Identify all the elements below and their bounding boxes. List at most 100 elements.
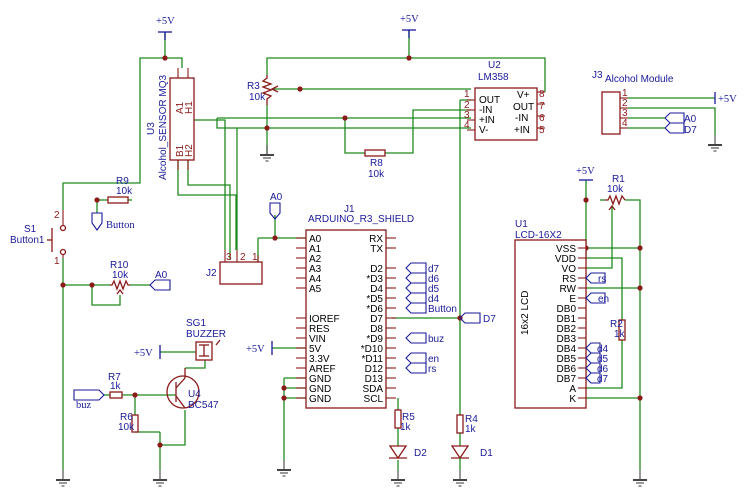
svg-text:2: 2 [54,210,60,221]
j1-left-pin-label: GND [309,374,331,385]
svg-text:3: 3 [226,252,232,263]
u1-pin-label: DB6 [557,364,577,375]
svg-text:+5V: +5V [156,16,175,27]
u1-pin-label: RS [562,274,576,285]
svg-text:8: 8 [539,89,545,100]
svg-text:4: 4 [464,120,470,131]
j1-right-pin-label: SDA [362,384,383,395]
svg-text:U4: U4 [188,389,201,400]
svg-text:1k: 1k [614,329,626,340]
svg-text:Button1: Button1 [10,235,45,246]
svg-text:BUZZER: BUZZER [186,329,226,340]
j1-right-pin-label: *D5 [366,294,383,305]
u1-pin-label: E [569,294,576,305]
buz-flag [73,389,105,401]
svg-text:rs: rs [428,364,436,375]
svg-text:D2: D2 [414,448,427,459]
svg-text:10k: 10k [116,186,133,197]
svg-text:1: 1 [252,252,258,263]
j2-connector: 3 2 1 J2 [206,250,263,285]
svg-text:2: 2 [464,100,470,111]
svg-text:16x2 LCD: 16x2 LCD [520,291,531,335]
svg-text:R4: R4 [465,414,478,425]
svg-text:+5V: +5V [718,94,737,105]
svg-text:10k: 10k [118,422,135,433]
svg-text:d4: d4 [597,344,609,355]
svg-text:A0: A0 [155,270,168,281]
power-symbols: +5V +5V +5V +5V +5V +5V [134,14,737,359]
r9-resistor: R9 10k [107,176,133,204]
svg-text:7: 7 [539,101,545,112]
svg-text:J1: J1 [344,204,355,215]
u1-pin-label: DB5 [557,354,577,365]
svg-text:LM358: LM358 [478,72,509,83]
r10-potentiometer: R10 10k [110,260,130,295]
r3-potentiometer: R3 10k [247,75,279,105]
u1-pin-label: DB4 [557,344,577,355]
svg-text:B1: B1 [175,144,186,157]
u1-pin-label: DB2 [557,324,577,335]
svg-text:+5V: +5V [576,166,595,177]
j1-left-pin-label: A4 [309,274,322,285]
svg-text:6: 6 [539,113,545,124]
svg-text:R9: R9 [116,176,129,187]
svg-text:D7: D7 [483,314,496,325]
svg-text:d7: d7 [428,264,440,275]
j1-left-pin-label: GND [309,394,331,405]
svg-text:d5: d5 [597,354,609,365]
svg-text:R8: R8 [370,158,383,169]
svg-text:OUT: OUT [479,95,500,106]
svg-text:U2: U2 [488,60,501,71]
svg-text:LCD-16X2: LCD-16X2 [515,230,562,241]
svg-text:d6: d6 [428,274,440,285]
svg-text:en: en [428,354,439,365]
svg-text:+IN: +IN [479,115,495,126]
svg-text:U3: U3 [146,122,157,135]
svg-text:OUT: OUT [513,102,534,113]
svg-text:d6: d6 [597,364,609,375]
j1-arduino-shield: J1 ARDUINO_R3_SHIELD A0A1A2A3A4A5IOREFRE… [296,204,414,409]
u3-alcohol-sensor: A1 H1 B1 H2 U3 Alcohol_SENSOR MQ3 [146,68,195,180]
svg-text:Alcohol Module: Alcohol Module [605,74,674,85]
j1-left-pin-label: A3 [309,264,322,275]
r7-resistor: R7 1k [108,372,123,399]
svg-text:buz: buz [76,400,92,411]
j1-right-pin-label: *D6 [366,304,383,315]
svg-text:R3: R3 [247,81,260,92]
j1-right-pin-label: *D10 [361,344,384,355]
svg-text:V-: V- [479,125,488,136]
svg-text:1k: 1k [400,422,412,433]
j1-right-pin-label: D4 [370,284,383,295]
j1-right-pin-label: D2 [370,264,383,275]
j1-right-pin-label: SCL [364,394,384,405]
u1-pin-label: K [569,394,576,405]
j1-left-pin-label: IOREF [309,314,340,325]
svg-text:d4: d4 [428,294,440,305]
u1-pin-label: DB0 [557,304,577,315]
svg-text:4: 4 [622,118,628,129]
r1-potentiometer: R1 10k [605,174,626,211]
svg-text:10k: 10k [368,169,385,180]
svg-text:2: 2 [622,98,628,109]
svg-text:J2: J2 [206,268,217,279]
j1-left-pin-label: VIN [309,334,326,345]
svg-text:1: 1 [464,89,470,100]
j1-right-pin-label: *D3 [366,274,383,285]
svg-text:SG1: SG1 [186,318,206,329]
j1-left-pin-label: 3.3V [309,354,330,365]
j1-left-pin-label: RES [309,324,330,335]
u1-pin-label: DB7 [557,374,577,385]
svg-text:10k: 10k [607,184,624,195]
svg-text:A1: A1 [175,101,186,114]
svg-text:ARDUINO_R3_SHIELD: ARDUINO_R3_SHIELD [308,214,414,225]
svg-text:3: 3 [464,110,470,121]
a0-flag-top [269,202,281,220]
j1-right-pin-label: TX [370,244,383,255]
j1-right-pin-label: D13 [365,374,384,385]
svg-text:+5V: +5V [246,344,265,355]
svg-text:+IN: +IN [514,125,530,136]
j1-left-pin-label: A2 [309,254,322,265]
lcd-net-flags: rs en d4 d5 d6 d7 [585,272,609,385]
